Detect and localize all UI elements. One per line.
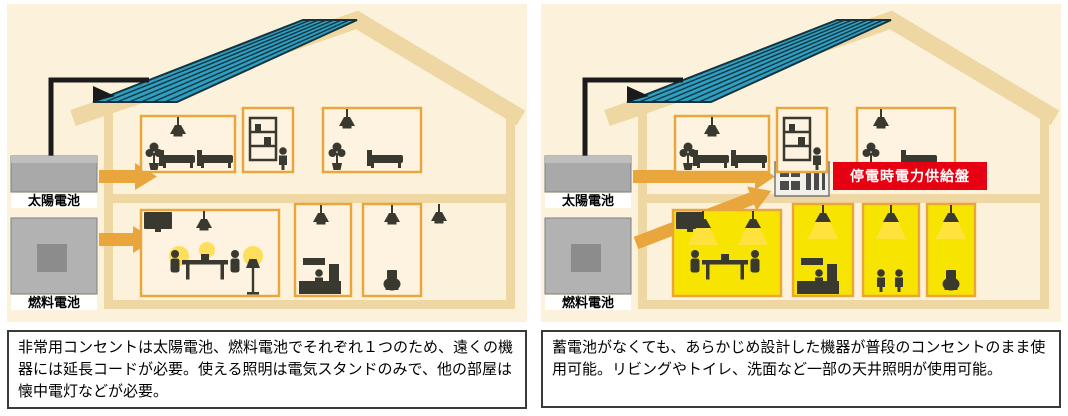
- right-caption-box: 蓄電池がなくても、あらかじめ設計した機器が普段のコンセントのまま使用可能。リビン…: [541, 330, 1061, 408]
- left-caption-box: 非常用コンセントは太陽電池、燃料電池でそれぞれ１つのため、遠くの機器には延長コー…: [7, 330, 527, 410]
- living-room: [671, 208, 783, 298]
- washroom: [861, 202, 921, 298]
- kitchen: [293, 202, 353, 298]
- power-supply-board-badge: 停電時電力供給盤: [833, 162, 987, 190]
- solar-panel: [626, 19, 892, 103]
- toilet-room: [925, 202, 977, 298]
- fuel-cell-unit: [10, 217, 98, 295]
- fuel-cell-unit: [544, 217, 632, 295]
- kitchen: [791, 202, 855, 298]
- left-house-illustration: 太陽電池 燃料電池: [7, 4, 527, 322]
- storage-room: [241, 106, 295, 174]
- right-caption-text: 蓄電池がなくても、あらかじめ設計した機器が普段のコンセントのまま使用可能。リビン…: [552, 339, 1046, 378]
- fuel-cell-label: 燃料電池: [545, 295, 631, 310]
- left-caption-text: 非常用コンセントは太陽電池、燃料電池でそれぞれ１つのため、遠くの機器には延長コー…: [18, 339, 514, 400]
- solar-battery-label: 太陽電池: [545, 193, 631, 208]
- right-panel: 停電時電力供給盤 太陽電池 燃料電池 蓄電池がなくても、あらかじめ設計した機器が…: [541, 4, 1061, 409]
- power-cable: [48, 77, 149, 156]
- right-house-illustration: 停電時電力供給盤 太陽電池 燃料電池: [541, 4, 1061, 322]
- living-room: [139, 208, 281, 298]
- solar-battery-unit: [10, 155, 98, 193]
- solar-battery-label: 太陽電池: [11, 193, 97, 208]
- toilet-room: [361, 202, 423, 298]
- bedroom-2: [321, 106, 423, 174]
- right-house-svg: [544, 10, 1060, 309]
- storage-room: [775, 106, 829, 174]
- solar-panel: [92, 19, 358, 103]
- left-panel: 太陽電池 燃料電池 非常用コンセントは太陽電池、燃料電池でそれぞれ１つのため、遠…: [7, 4, 527, 410]
- fuel-cell-label: 燃料電池: [11, 295, 97, 310]
- solar-battery-unit: [544, 155, 632, 193]
- bedroom-2: [855, 106, 957, 174]
- power-cable: [582, 77, 683, 156]
- bedroom-1: [139, 114, 237, 174]
- left-house-svg: [10, 10, 526, 309]
- hall-lamp: [431, 204, 447, 224]
- bedroom-1: [673, 114, 771, 174]
